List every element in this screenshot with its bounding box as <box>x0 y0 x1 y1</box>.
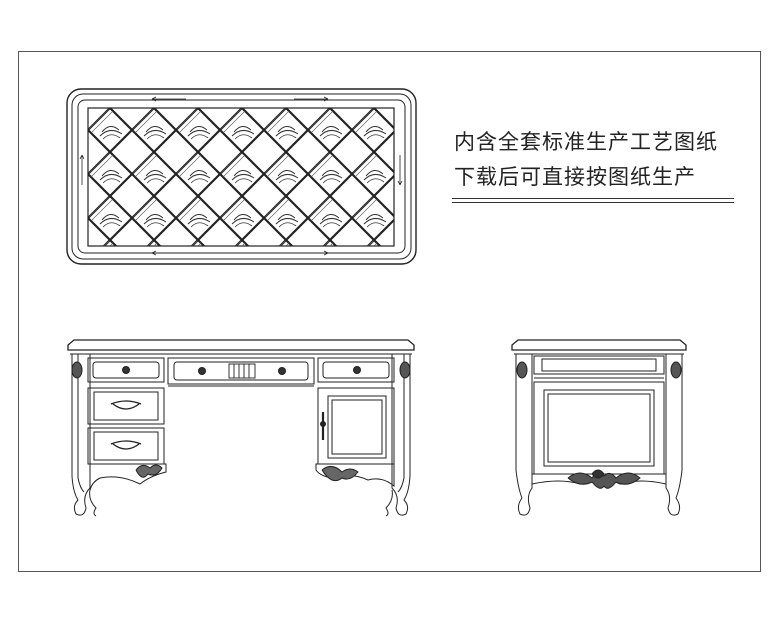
caption-underline <box>452 198 734 199</box>
front-view <box>67 339 415 517</box>
caption-line-2: 下载后可直接按图纸生产 <box>454 165 696 189</box>
carved-ornament-icon <box>516 361 682 379</box>
caption-underline <box>452 202 734 203</box>
caption-line-1: 内含全套标准生产工艺图纸 <box>454 130 718 154</box>
carved-ornament-icon <box>71 361 411 379</box>
dimension-arrow-icon <box>79 96 403 256</box>
drawer-handle-icon <box>110 400 142 450</box>
side-view <box>511 339 687 516</box>
keyhole-icon <box>320 412 326 440</box>
drawing-frame <box>18 51 761 572</box>
top-view <box>66 88 417 265</box>
